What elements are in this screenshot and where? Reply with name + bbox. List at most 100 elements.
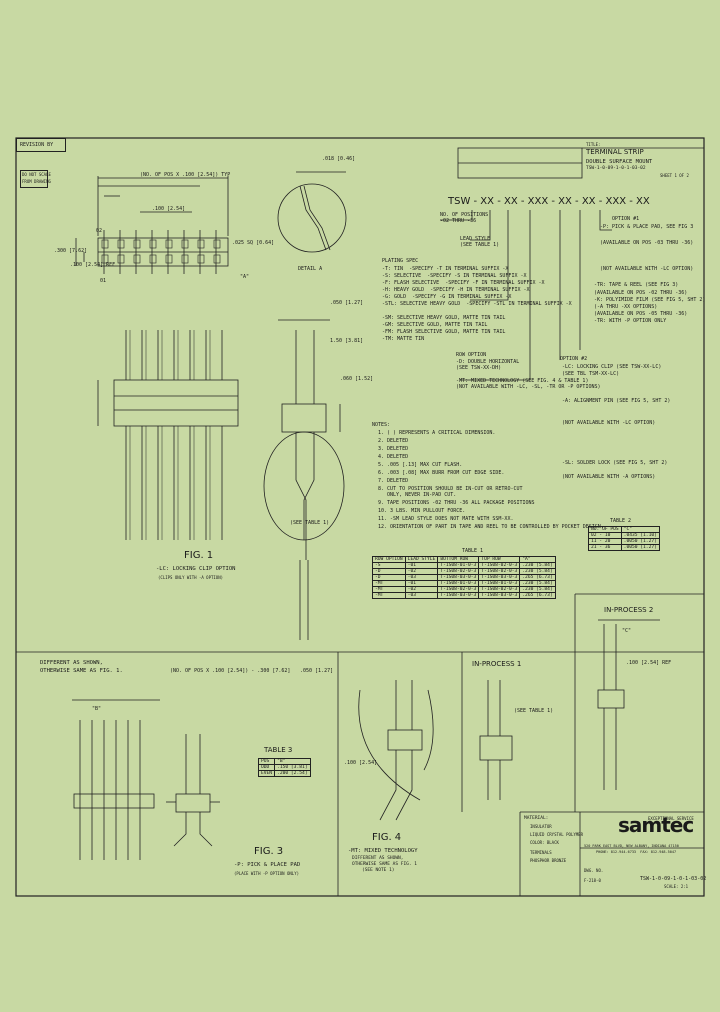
option1-5: -K: POLYIMIDE FILM (SEE FIG 5, SHT 2) (594, 297, 706, 303)
note-8b: ONLY, NEVER IN-PAD CUT. (378, 492, 457, 498)
table-cell: .265 [6.73] (519, 592, 556, 599)
note-9: 9. TAPE POSITIONS -02 THRU -36 ALL PACKA… (378, 500, 535, 506)
table-cell: T-1S08-01-0-3 (437, 580, 480, 587)
dwg-label: DWG. NO. (584, 868, 604, 873)
table-cell: T-1S08-03-0-3 (478, 574, 521, 581)
dwg-number: TSW-1-0-09-1-0-1-03-02 (640, 876, 707, 882)
plating-3: -H: HEAVY GOLD -SPECIFY -H IN TERMINAL S… (382, 287, 530, 293)
option2-1: (SEE TBL TSM-XX-LC) (562, 371, 620, 377)
table2-header: NO. OF POS (588, 526, 622, 533)
fig1-label: FIG. 1 (184, 550, 214, 561)
option1-2: (NOT AVAILABLE WITH -LC OPTION) (600, 266, 694, 272)
dim-ip1: (SEE TABLE 1) (514, 708, 554, 714)
company-phone: PHONE: 812-944-6733 FAX: 812-948-5047 (596, 850, 677, 854)
dim-ip2: .100 [2.54] REF (626, 660, 672, 666)
option2-3: (NOT AVAILABLE WITH -LC OPTION) (562, 420, 656, 426)
dim-b-note: .050 [1.27] (300, 668, 334, 674)
dim-a-ref: "A" (240, 274, 250, 280)
title-label: TITLE: (586, 142, 601, 147)
notes-title: NOTES: (372, 422, 391, 428)
plating-6: -SM: SELECTIVE HEAVY GOLD, MATTE TIN TAI… (382, 315, 506, 321)
fig4-label: FIG. 4 (372, 832, 402, 843)
option2-5: (NOT AVAILABLE WITH -A OPTIONS) (562, 474, 656, 480)
dwg-file: F-218-0 (584, 878, 601, 883)
title-line2: DOUBLE SURFACE MOUNT (586, 159, 653, 165)
diff-note-2: OTHERWISE SAME AS FIG. 1. (40, 668, 123, 674)
material-3: TERMINALS (530, 850, 552, 855)
table-cell: .230 [5.84] (519, 586, 556, 593)
option1-3: -TR: TAPE & REEL (SEE FIG 3) (594, 282, 679, 288)
table-cell: T-1S08-01-0-3 (478, 580, 521, 587)
dim-side-3: .060 [1.52] (340, 376, 374, 382)
table-cell: T-1S08-01-0-3 (437, 562, 480, 569)
table-cell: T-1S08-03-0-3 (478, 592, 521, 599)
diff-note-1: DIFFERENT AS SHOWN, (40, 660, 103, 666)
note-8: 8. CUT TO POSITION SHOULD BE IN-CUT OR R… (378, 486, 523, 492)
do-not-scale-box (20, 170, 48, 188)
row-title: ROW OPTION (456, 352, 487, 358)
do-not-scale-line1: DO NOT SCALE (22, 172, 51, 177)
title-part-no: TSW-1-0-09-1-0-1-03-02 (586, 166, 646, 171)
dim-sq: .025 SQ [0.64] (232, 240, 275, 246)
table-cell: T-1S08-02-0-3 (478, 586, 521, 593)
fig4-subtitle3: OTHERWISE SAME AS FIG. 1 (352, 862, 418, 867)
table1-title: TABLE 1 (462, 548, 484, 554)
option1-6: (-A THRU -XX OPTIONS) (594, 304, 658, 310)
option1-7: (AVAILABLE ON POS -05 THRU -36) (594, 311, 688, 317)
do-not-scale-line2: FROM DRAWING (22, 179, 51, 184)
revision-label: REVISION BY (20, 142, 54, 148)
inprocess1-label: IN-PROCESS 1 (472, 660, 522, 668)
table-cell: .0050 [1.27] (620, 538, 660, 545)
table-cell: .230 [5.84] (519, 568, 556, 575)
table3-title: TABLE 3 (264, 746, 293, 754)
dwg-scale: SCALE: 2:1 (664, 884, 689, 889)
dim-pitch: .100 [2.54] (152, 206, 186, 212)
option1-8: -TR: WITH -P OPTION ONLY (594, 318, 667, 324)
table3: POS "B" ODD.150 [3.81] EVEN.200 [2.54] (257, 758, 311, 777)
title-sheet: SHEET 1 OF 2 (660, 173, 689, 178)
dim-c-label: "C" (622, 628, 632, 634)
note-7: 7. DELETED (378, 478, 409, 484)
table-row: 21 - 36.0050 [1.27] (588, 544, 660, 551)
option1-4: (AVAILABLE ON POS -02 THRU -36) (594, 290, 688, 296)
table-cell: .265 [6.73] (519, 574, 556, 581)
samtec-logo: samtec (618, 813, 694, 837)
fig3-label: FIG. 3 (254, 846, 284, 857)
table-row: 11 - 20.0050 [1.27] (588, 538, 660, 545)
table-cell: -03 (404, 592, 439, 599)
fig4-subtitle: -MT: MIXED TECHNOLOGY (348, 848, 418, 854)
dim-row-01: 01 (100, 278, 107, 284)
note-11: 11. -SM LEAD STYLE DOES NOT MATE WITH SS… (378, 516, 514, 522)
table-cell: 21 - 36 (588, 544, 622, 551)
plating-title: PLATING SPEC (382, 258, 419, 264)
table-cell: .0050 [1.27] (620, 544, 660, 551)
company-tagline: EXCEPTIONAL SERVICE (648, 816, 694, 821)
fig1-subtitle: -LC: LOCKING CLIP OPTION (156, 566, 236, 572)
table-cell: .150 [3.81] (274, 764, 311, 771)
revision-box (16, 138, 66, 152)
table-cell: -MT (372, 592, 406, 599)
material-2: COLOR: BLACK (530, 840, 559, 845)
table1: ROW OPTION LEAD STYLE BOTTOM ROW TOP ROW… (372, 556, 556, 599)
note-12: 12. ORIENTATION OF PART IN TAPE AND REEL… (378, 524, 604, 530)
option1-0: -P: PICK & PLACE PAD, SEE FIG 3 (600, 224, 694, 230)
row-option-3: (NOT AVAILABLE WITH -LC, -SL, -TR OR -P … (456, 384, 601, 390)
table-cell: T-1S08-02-0-3 (478, 568, 521, 575)
plating-5: -STL: SELECTIVE HEAVY GOLD -SPECIFY -STL… (382, 301, 572, 307)
company-address: 520 PARK EAST BLVD, NEW ALBANY, INDIANA … (584, 844, 679, 848)
row-option-1: (SEE TSW-XX-DH) (456, 365, 502, 371)
table-cell: EVEN (257, 770, 276, 777)
note-1: 1. ( ) REPRESENTS A CRITICAL DIMENSION. (378, 430, 496, 436)
note-3: 3. DELETED (378, 446, 409, 452)
fig3-subtitle: -P: PICK & PLACE PAD (234, 862, 301, 868)
material-label: MATERIAL: (524, 816, 549, 821)
table-row: EVEN.200 [2.54] (257, 770, 311, 777)
table-cell: T-1S08-02-0-3 (478, 562, 521, 569)
note-5: 5. .005 [.13] MAX CUT FLASH. (378, 462, 463, 468)
dim-height: .300 [7.62] (54, 248, 88, 254)
table-cell: .0435 [1.10] (620, 532, 660, 539)
dim-ref: .100 [2.54] REF (70, 262, 116, 268)
fig4-subtitle4: (SEE NOTE 1) (362, 868, 395, 873)
